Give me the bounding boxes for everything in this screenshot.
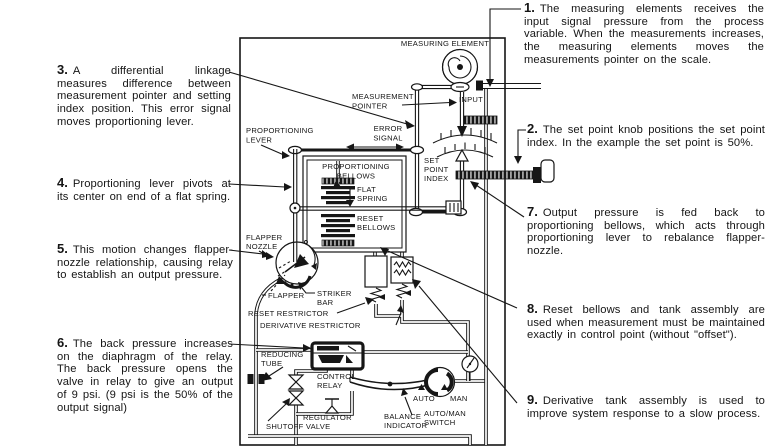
derivative-restrictor-label: DERIVATIVE RESTRICTOR (260, 321, 361, 330)
auto-label: AUTO (413, 394, 435, 403)
svg-text:BELLOWS: BELLOWS (337, 172, 375, 181)
svg-text:POINTER: POINTER (352, 102, 388, 111)
note-leaders (228, 8, 526, 404)
svg-text:NOZZLE: NOZZLE (246, 242, 277, 251)
svg-text:SIGNAL: SIGNAL (373, 134, 402, 143)
reducing-tube-label: REDUCING (261, 350, 304, 359)
note-1: 1.The measuring elements receives the in… (524, 0, 764, 67)
reset-tank (364, 255, 388, 303)
note-7-text: Output pressure is fed back to proportio… (527, 207, 765, 258)
proportioning-bellows-label: PROPORTIONING (322, 162, 390, 171)
auto-man-switch-symbol (418, 366, 456, 398)
pointer-spring (463, 115, 498, 125)
measurement-pointer-tip (457, 126, 467, 137)
svg-text:POINT: POINT (424, 165, 449, 174)
regulator-label: REGULATOR (303, 413, 352, 422)
flapper-label: FLAPPER (268, 291, 305, 300)
note-8: 8.Reset bellows and tank assembly are us… (527, 301, 765, 342)
diagram-labels: MEASURING ELEMENT INPUT MEASUREMENT POIN… (246, 39, 489, 431)
note-2-text: The set point knob positions the set poi… (527, 124, 765, 149)
proportioning-lever-label: PROPORTIONING (246, 126, 314, 135)
scale-arc-upper (432, 134, 498, 144)
note-4-text: Proportioning lever pivots at its center… (57, 178, 231, 203)
set-point-index-tip (454, 148, 470, 162)
derivative-restrictor-symbol (395, 283, 409, 299)
flapper-nozzle-label: FLAPPER (246, 233, 283, 242)
auto-man-switch-label: AUTO/MAN (424, 409, 466, 418)
input-port (476, 80, 483, 91)
bellows-assembly (297, 155, 462, 253)
shutoff-valve-label: SHUTOFF VALVE (266, 422, 330, 431)
note-1-text: The measuring elements receives the inpu… (524, 3, 764, 66)
set-point-index-label: SET (424, 156, 440, 165)
reset-bellows-label: RESET (357, 214, 384, 223)
set-point-knob (455, 159, 555, 183)
reset-bellows-flange (321, 239, 355, 247)
note-6-text: The back pressure increases on the diaph… (57, 338, 233, 414)
scale-arc-lower (436, 149, 494, 158)
note-3-number: 3. (57, 62, 68, 77)
pressure-gauge (461, 355, 479, 381)
measurement-pointer-label: MEASUREMENT (352, 92, 414, 101)
svg-text:RELAY: RELAY (317, 381, 343, 390)
note-5-text: This motion changes flapper-nozzle relat… (57, 244, 233, 282)
input-label: INPUT (459, 95, 483, 104)
flapper-nozzle-assembly (270, 149, 319, 292)
svg-text:BAR: BAR (317, 298, 334, 307)
note-3-text: A differential linkage measures differen… (57, 65, 231, 128)
striker-bar-label: STRIKER (317, 289, 352, 298)
note-4: 4.Proportioning lever pivots at its cent… (57, 175, 231, 203)
label-leaders (258, 98, 457, 422)
measuring-element-symbol (441, 48, 541, 93)
note-9-text: Derivative tank assembly is used to impr… (527, 395, 765, 420)
controller-case (239, 37, 506, 446)
balance-indicator-label: BALANCE (384, 412, 421, 421)
svg-text:INDEX: INDEX (424, 174, 448, 183)
note-8-number: 8. (527, 301, 538, 316)
svg-text:TUBE: TUBE (261, 359, 282, 368)
balance-indicator-symbol (349, 376, 433, 391)
note-2: 2.The set point knob positions the set p… (527, 121, 765, 149)
note-5: 5.This motion changes flapper-nozzle rel… (57, 241, 233, 282)
control-relay-symbol (310, 341, 365, 371)
measuring-element-label: MEASURING ELEMENT (401, 39, 489, 48)
note-1-number: 1. (524, 0, 535, 15)
shutoff-valve-symbol (287, 374, 305, 406)
note-7: 7.Output pressure is fed back to proport… (527, 204, 765, 258)
note-6: 6.The back pressure increases on the dia… (57, 335, 233, 414)
regulator-symbol (324, 398, 340, 414)
reducing-tube-symbol (247, 374, 265, 384)
svg-text:SPRING: SPRING (357, 194, 388, 203)
svg-text:SWITCH: SWITCH (424, 418, 455, 427)
note-8-text: Reset bellows and tank assembly are used… (527, 304, 765, 342)
note-5-number: 5. (57, 241, 68, 256)
control-relay-label: CONTROL (317, 372, 356, 381)
flat-spring-label: FLAT (357, 185, 376, 194)
reset-restrictor-label: RESET RESTRICTOR (248, 309, 329, 318)
note-9: 9.Derivative tank assembly is used to im… (527, 392, 765, 420)
note-3: 3.A differential linkage measures differ… (57, 62, 231, 129)
striker-bar-wedge (294, 254, 309, 268)
note-2-number: 2. (527, 121, 538, 136)
note-9-number: 9. (527, 392, 538, 407)
man-label: MAN (450, 394, 468, 403)
error-signal-label: ERROR (374, 124, 403, 133)
note-4-number: 4. (57, 175, 68, 190)
derivative-tank (390, 256, 414, 299)
svg-text:LEVER: LEVER (246, 136, 272, 145)
svg-text:BELLOWS: BELLOWS (357, 223, 395, 232)
note-6-number: 6. (57, 335, 68, 350)
svg-text:INDICATOR: INDICATOR (384, 421, 428, 430)
note-7-number: 7. (527, 204, 538, 219)
